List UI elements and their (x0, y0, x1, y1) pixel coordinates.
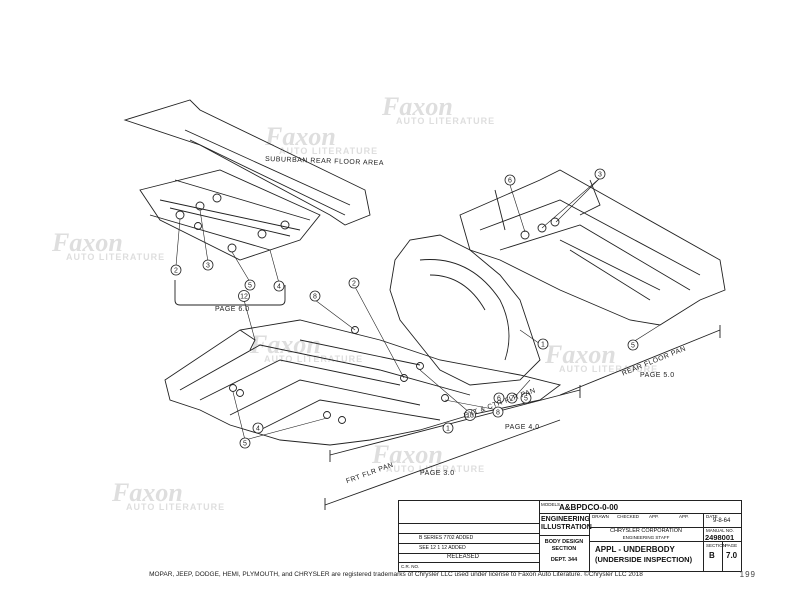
svg-text:1: 1 (541, 342, 545, 349)
callout-1: 1 (537, 338, 549, 350)
svg-text:4: 4 (256, 426, 260, 433)
page-4-ref: PAGE 4.0 (505, 424, 540, 431)
svg-text:3: 3 (598, 172, 602, 179)
svg-text:3: 3 (206, 263, 210, 270)
callout-5c: 5 (239, 437, 251, 449)
callout-3b: 3 (594, 168, 606, 180)
section-value: B (709, 551, 715, 560)
svg-text:12: 12 (240, 294, 248, 301)
title-block: B SERIES 7702 ADDED SEE 12 1 12 ADDED RE… (398, 500, 742, 572)
revision-note: B SERIES 7702 ADDED (419, 535, 474, 541)
callout-4b: 4 (252, 422, 264, 434)
callout-5: 5 (244, 279, 256, 291)
trademark-footer: MOPAR, JEEP, DODGE, HEMI, PLYMOUTH, and … (149, 571, 643, 578)
callout-8b: 8 (492, 406, 504, 418)
manual-cell: MANUAL NO. 2498001 (703, 527, 741, 542)
svg-text:6: 6 (497, 396, 501, 403)
page-number: 199 (739, 570, 756, 579)
svg-text:2: 2 (352, 281, 356, 288)
callout-8: 8 (309, 290, 321, 302)
page-3-ref: PAGE 3.0 (420, 470, 455, 477)
revision-note: SEE 12 1 12 ADDED (419, 545, 466, 551)
svg-text:7: 7 (510, 396, 514, 403)
svg-text:2: 2 (174, 268, 178, 275)
page-5-ref: PAGE 5.0 (640, 372, 675, 379)
callout-2: 2 (170, 264, 182, 276)
callout-7: 7 (506, 392, 518, 404)
callout-6b: 6 (493, 392, 505, 404)
svg-text:8: 8 (313, 294, 317, 301)
section-label-column: ENGINEERING ILLUSTRATION BODY DESIGN SEC… (539, 513, 592, 571)
callout-5d: 5 (520, 392, 532, 404)
svg-text:6: 6 (508, 178, 512, 185)
callout-12: 12 (238, 290, 250, 302)
revision-area: B SERIES 7702 ADDED SEE 12 1 12 ADDED RE… (399, 501, 540, 571)
models-value: A&BPDCO-0-00 (559, 503, 619, 512)
date-value: 9-8-64 (713, 518, 731, 524)
models-row: MODELS A&BPDCO-0-00 (539, 501, 741, 514)
section-page-cell: SECTION PAGE B 7.0 (703, 541, 741, 571)
svg-text:5: 5 (248, 283, 252, 290)
released-stamp: RELEASED (447, 554, 480, 560)
callout-13: 13 (464, 409, 476, 421)
callout-1b: 1 (442, 422, 454, 434)
svg-text:5: 5 (631, 343, 635, 350)
svg-text:1: 1 (446, 426, 450, 433)
signoff-row: DRAWN CHECKED APP. APP. DATE 9-8-64 (589, 513, 741, 528)
callout-2b: 2 (348, 277, 360, 289)
callout-5b: 5 (627, 339, 639, 351)
callout-4: 4 (273, 280, 285, 292)
svg-text:13: 13 (466, 413, 474, 420)
drawing-title: APPL - UNDERBODY (UNDERSIDE INSPECTION) (589, 541, 704, 571)
corporation-row: CHRYSLER CORPORATION ENGINEERING STAFF (589, 527, 704, 542)
cr-no-label: C.R. NO. (401, 564, 420, 569)
page-value: 7.0 (726, 551, 738, 560)
callout-6: 6 (504, 174, 516, 186)
svg-text:8: 8 (496, 410, 500, 417)
manual-number: 2498001 (705, 533, 735, 542)
callout-3: 3 (202, 259, 214, 271)
svg-text:5: 5 (524, 396, 528, 403)
svg-text:4: 4 (277, 284, 281, 291)
svg-text:5: 5 (243, 441, 247, 448)
page-6-ref: PAGE 6.0 (215, 306, 250, 313)
